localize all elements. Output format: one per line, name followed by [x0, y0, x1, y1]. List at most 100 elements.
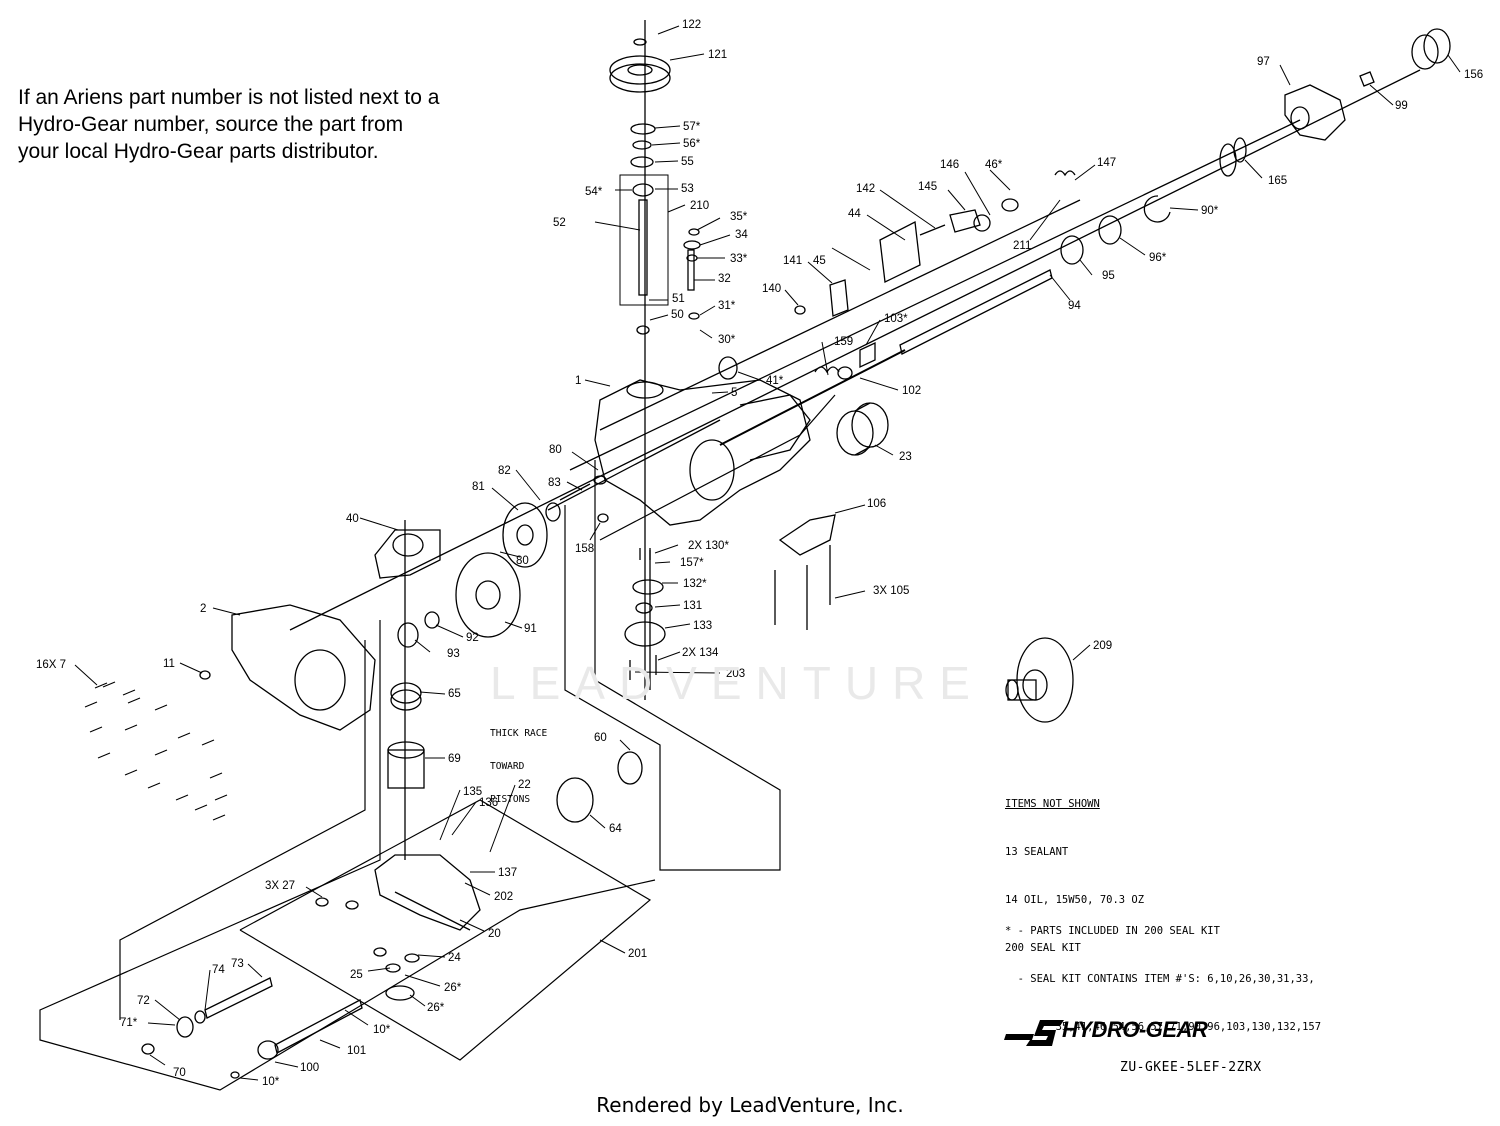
part-callout: 51 — [672, 293, 685, 305]
part-callout: 56* — [683, 138, 701, 150]
part-callout: 132* — [683, 578, 707, 590]
part-callout: 71* — [120, 1017, 138, 1029]
items-not-shown: ITEMS NOT SHOWN 13 SEALANT 14 OIL, 15W50… — [1005, 764, 1144, 972]
hydro-gear-logo — [1004, 1020, 1064, 1046]
part-callout: 72 — [137, 995, 150, 1007]
part-callout: 80 — [516, 555, 529, 567]
seal-kit-note: * - PARTS INCLUDED IN 200 SEAL KIT - SEA… — [1005, 891, 1321, 1051]
part-callout: 133 — [693, 620, 712, 632]
part-callout: 106 — [867, 498, 886, 510]
thick-race-note: THICK RACE TOWARD PISTONS — [490, 706, 547, 816]
part-callout: 101 — [347, 1045, 366, 1057]
part-callout: 96* — [1149, 252, 1167, 264]
part-callout: 93 — [447, 648, 460, 660]
note-line: If an Ariens part number is not listed n… — [18, 86, 440, 109]
model-number: ZU-GKEE-5LEF-2ZRX — [1120, 1060, 1262, 1075]
items-not-shown-title: ITEMS NOT SHOWN — [1005, 798, 1100, 810]
part-callout: 57* — [683, 121, 701, 133]
part-callout: 55 — [681, 156, 694, 168]
part-callout: 97 — [1257, 56, 1270, 68]
part-callout: 156 — [1464, 69, 1483, 81]
items-not-shown-line: 13 SEALANT — [1005, 846, 1069, 858]
part-callout: 70 — [173, 1067, 186, 1079]
part-callout: 2X 130* — [688, 540, 729, 552]
part-callout: 41* — [766, 375, 784, 387]
part-callout: 65 — [448, 688, 461, 700]
thick-race-line: TOWARD — [490, 761, 525, 772]
part-callout: 64 — [609, 823, 622, 835]
part-callout: 83 — [548, 477, 561, 489]
logo-wordmark: HYDRO-GEAR — [1062, 1017, 1208, 1042]
part-callout: 2 — [200, 603, 206, 615]
part-callout: 136 — [479, 797, 498, 809]
part-callout: 137 — [498, 867, 517, 879]
part-callout: 45 — [813, 255, 826, 267]
part-callout: 157* — [680, 557, 704, 569]
part-callout: 147 — [1097, 157, 1116, 169]
part-callout: 16X 7 — [36, 659, 66, 671]
part-callout: 159 — [834, 336, 853, 348]
part-callout: 34 — [735, 229, 748, 241]
part-callout: 121 — [708, 49, 727, 61]
part-callout: 92 — [466, 632, 479, 644]
part-callout: 73 — [231, 958, 244, 970]
part-callout: 90* — [1201, 205, 1219, 217]
part-callout: 94 — [1068, 300, 1081, 312]
part-callout: 50 — [671, 309, 684, 321]
seal-kit-line: * - PARTS INCLUDED IN 200 SEAL KIT — [1005, 925, 1220, 937]
part-callout: 103* — [884, 313, 908, 325]
part-callout: 44 — [848, 208, 861, 220]
part-source-note: If an Ariens part number is not listed n… — [18, 84, 498, 165]
part-callout: 146 — [940, 159, 959, 171]
part-callout: 145 — [918, 181, 937, 193]
part-callout: 54* — [585, 186, 603, 198]
part-callout: 24 — [448, 952, 461, 964]
part-callout: 165 — [1268, 175, 1287, 187]
part-callout: 52 — [553, 217, 566, 229]
note-line: your local Hydro-Gear parts distributor. — [18, 140, 379, 163]
part-callout: 95 — [1102, 270, 1115, 282]
part-callout: 211 — [1013, 240, 1031, 252]
parts-drawing — [39, 20, 1461, 1091]
part-callout: 203 — [726, 668, 745, 680]
part-callout: 81 — [472, 481, 485, 493]
part-callout: 35* — [730, 211, 748, 223]
part-callout: 135 — [463, 786, 482, 798]
part-callout: 210 — [690, 200, 709, 212]
part-callout: 33* — [730, 253, 748, 265]
part-callout: 209 — [1093, 640, 1112, 652]
part-callout: 201 — [628, 948, 647, 960]
thick-race-line: THICK RACE — [490, 728, 548, 739]
part-callout: 30* — [718, 334, 736, 346]
part-callout: 80 — [549, 444, 562, 456]
seal-kit-line: 35,41,46,54,56,57,71,90,96,103,130,132,1… — [1005, 1021, 1322, 1033]
part-callout: 10* — [262, 1076, 280, 1088]
part-callout: 31* — [718, 300, 736, 312]
part-callout: 2X 134 — [682, 647, 719, 659]
watermark: LEADVENTURE — [490, 657, 984, 709]
part-callout: 140 — [762, 283, 781, 295]
part-callout: 102 — [902, 385, 921, 397]
note-line: Hydro-Gear number, source the part from — [18, 113, 404, 136]
seal-kit-line: - SEAL KIT CONTAINS ITEM #'S: 6,10,26,30… — [1005, 973, 1315, 985]
part-callout: 202 — [494, 891, 513, 903]
part-callout: 91 — [524, 623, 537, 635]
part-callout: 99 — [1395, 100, 1408, 112]
part-callout: 11 — [163, 658, 175, 670]
part-callout: 10* — [373, 1024, 391, 1036]
part-callout: 46* — [985, 159, 1003, 171]
part-callout: 25 — [350, 969, 363, 981]
part-callout: 74 — [212, 964, 225, 976]
part-callout: 82 — [498, 465, 511, 477]
part-callout: 26* — [444, 982, 462, 994]
part-callout: 60 — [594, 732, 607, 744]
part-callout: 158 — [575, 543, 594, 555]
part-callout: 100 — [300, 1062, 319, 1074]
thick-race-line: PISTONS — [490, 794, 531, 805]
part-callout: 141 — [783, 255, 802, 267]
part-callout: 69 — [448, 753, 461, 765]
part-callout: 26* — [427, 1002, 445, 1014]
part-callout: 3X 27 — [265, 880, 295, 892]
